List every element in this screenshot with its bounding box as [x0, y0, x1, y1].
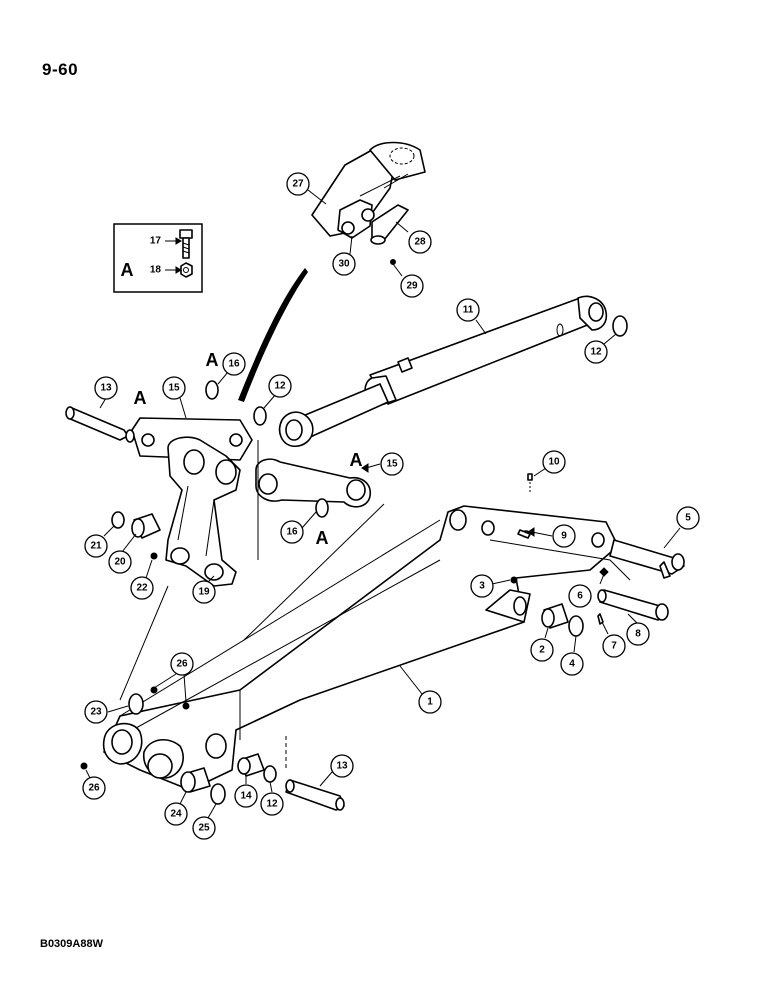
- callout-13-lower: 13: [336, 761, 348, 772]
- pin-8: [597, 589, 669, 621]
- fitting-10: [527, 473, 533, 481]
- callout-9: 9: [561, 531, 567, 542]
- callout-21: 21: [90, 541, 102, 552]
- fitting-26-b: [182, 702, 190, 710]
- callout-23: 23: [90, 707, 102, 718]
- hydraulic-cylinder: [278, 295, 608, 448]
- callout-25: 25: [198, 823, 210, 834]
- detail-label-17: 17: [150, 236, 162, 247]
- washer-21: [111, 511, 125, 529]
- bushing-20: [131, 513, 161, 539]
- detail-box-a: A 17 18: [113, 223, 203, 293]
- callout-27: 27: [292, 179, 304, 190]
- nut-icon: [180, 262, 193, 278]
- callout-12-rod: 12: [274, 381, 286, 392]
- pin-13-upper: [65, 406, 135, 443]
- link-15-right: [255, 458, 372, 518]
- callout-8: 8: [635, 629, 641, 640]
- washer-12-lower: [263, 765, 277, 783]
- fitting-26-c: [80, 762, 88, 770]
- callout-30: 30: [338, 259, 350, 270]
- callout-2: 2: [539, 645, 545, 656]
- fitting-22: [150, 552, 158, 560]
- connection-swoosh: [238, 268, 308, 402]
- fitting-26-a: [150, 686, 158, 694]
- washer-25: [210, 783, 226, 805]
- page-number: 9-60: [42, 60, 79, 79]
- section-marker-a-3: A: [350, 450, 363, 470]
- callout-26-upper: 26: [176, 659, 188, 670]
- pin-5: [609, 539, 685, 579]
- callout-3: 3: [479, 581, 485, 592]
- callout-22: 22: [136, 583, 148, 594]
- detail-label-18: 18: [150, 265, 162, 276]
- washer-12-head: [612, 315, 628, 337]
- callout-14: 14: [240, 791, 252, 802]
- section-marker-a-1: A: [134, 388, 147, 408]
- bushing-14: [237, 753, 265, 777]
- fitting-3: [510, 576, 518, 584]
- callout-6: 6: [577, 591, 583, 602]
- bolt-icon: [179, 229, 193, 259]
- pin-7: [597, 613, 604, 625]
- callout-28: 28: [414, 237, 426, 248]
- callout-15-upper: 15: [168, 383, 180, 394]
- callout-29: 29: [406, 281, 418, 292]
- washer-4: [568, 615, 584, 637]
- callout-7: 7: [611, 641, 617, 652]
- bushing-24: [180, 767, 211, 793]
- washer-23: [128, 693, 144, 715]
- callout-11: 11: [463, 305, 474, 316]
- detail-box-letter: A: [121, 260, 134, 280]
- callout-26-lower: 26: [88, 783, 100, 794]
- callout-13-upper: 13: [100, 383, 112, 394]
- callout-24: 24: [170, 809, 182, 820]
- washer-12-rod: [253, 406, 267, 426]
- pin-9: [517, 529, 531, 539]
- callout-12-lower: 12: [266, 799, 278, 810]
- pin-13-lower: [285, 779, 345, 811]
- main-boom: [102, 505, 631, 791]
- section-marker-a-2: A: [206, 350, 219, 370]
- callout-5: 5: [685, 513, 691, 524]
- callout-15-right: 15: [386, 459, 398, 470]
- link-19: [165, 436, 241, 587]
- callout-16-upper: 16: [228, 359, 240, 370]
- cylinder-mount-inset: [311, 141, 426, 277]
- figure-id: B0309A88W: [40, 938, 103, 950]
- callout-10: 10: [548, 457, 560, 468]
- section-marker-a-4: A: [316, 528, 329, 548]
- callout-19: 19: [198, 587, 210, 598]
- bushing-2: [541, 603, 569, 629]
- callout-20: 20: [114, 557, 126, 568]
- callout-12-head: 12: [590, 347, 602, 358]
- callout-1: 1: [427, 697, 433, 708]
- callout-16-lower: 16: [286, 527, 298, 538]
- callout-4: 4: [569, 659, 575, 670]
- fitting-6: [599, 567, 609, 577]
